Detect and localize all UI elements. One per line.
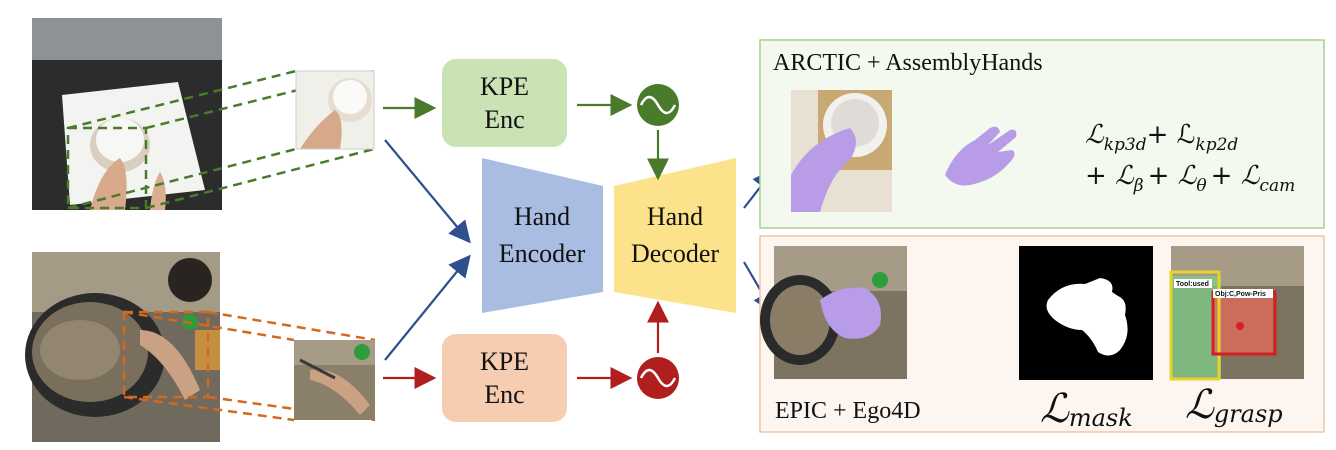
supervised-loss-formula: ℒkp3d+ ℒkp2d + ℒβ+ ℒθ+ ℒcam (1085, 120, 1295, 196)
supervised-panel: ARCTIC + AssemblyHands ℒkp3d+ ℒkp2d + ℒβ… (759, 39, 1325, 229)
kpe-bottom-line1: KPE (480, 347, 529, 376)
grasp-label-image: Tool:used Obj:C,Pow-Pris (1169, 246, 1304, 381)
grasp-loss-label: ℒgrasp (1185, 382, 1283, 428)
kpe-top-line1: KPE (480, 72, 529, 101)
crop-thumbnail-top (295, 70, 375, 150)
hand-decoder-line1: Hand (647, 202, 703, 231)
svg-text:+ ℒβ+ ℒθ+ ℒcam: + ℒβ+ ℒθ+ ℒcam (1085, 161, 1295, 196)
kpe-top-line2: Enc (484, 105, 524, 134)
hand-encoder-line2: Encoder (499, 239, 586, 268)
hand-encoder-line1: Hand (514, 202, 570, 231)
hand-decoder-line2: Decoder (631, 239, 719, 268)
arctic-hand-overlay-image (791, 90, 892, 212)
hand-decoder: Hand Decoder (614, 158, 736, 313)
positional-encoding-top-icon (637, 84, 679, 126)
input-image-bottom (25, 252, 220, 442)
hand-encoder: Hand Encoder (482, 158, 603, 313)
grasp-tool-tag: Tool:used (1176, 281, 1209, 288)
predicted-hand-mesh-icon (945, 126, 1017, 186)
crop-thumbnail-bottom (294, 340, 375, 420)
weakly-supervised-panel: EPIC + Ego4D Tool:used Obj:C,Pow-Pris ℒm… (759, 235, 1325, 433)
arrows (383, 94, 775, 389)
svg-text:ℒkp3d+ ℒkp2d: ℒkp3d+ ℒkp2d (1085, 120, 1238, 155)
positional-encoding-bottom-icon (637, 357, 679, 399)
kpe-encoder-top: KPE Enc (442, 59, 567, 147)
input-image-top (32, 18, 222, 210)
hand-mask-image (1019, 246, 1153, 380)
weakly-supervised-panel-title: EPIC + Ego4D (775, 398, 921, 424)
kpe-bottom-line2: Enc (484, 380, 524, 409)
kpe-encoder-bottom: KPE Enc (442, 334, 567, 422)
epic-hand-overlay-image (760, 246, 907, 379)
supervised-panel-title: ARCTIC + AssemblyHands (773, 50, 1043, 76)
grasp-object-tag: Obj:C,Pow-Pris (1215, 291, 1266, 298)
mask-loss-label: ℒmask (1040, 386, 1133, 432)
